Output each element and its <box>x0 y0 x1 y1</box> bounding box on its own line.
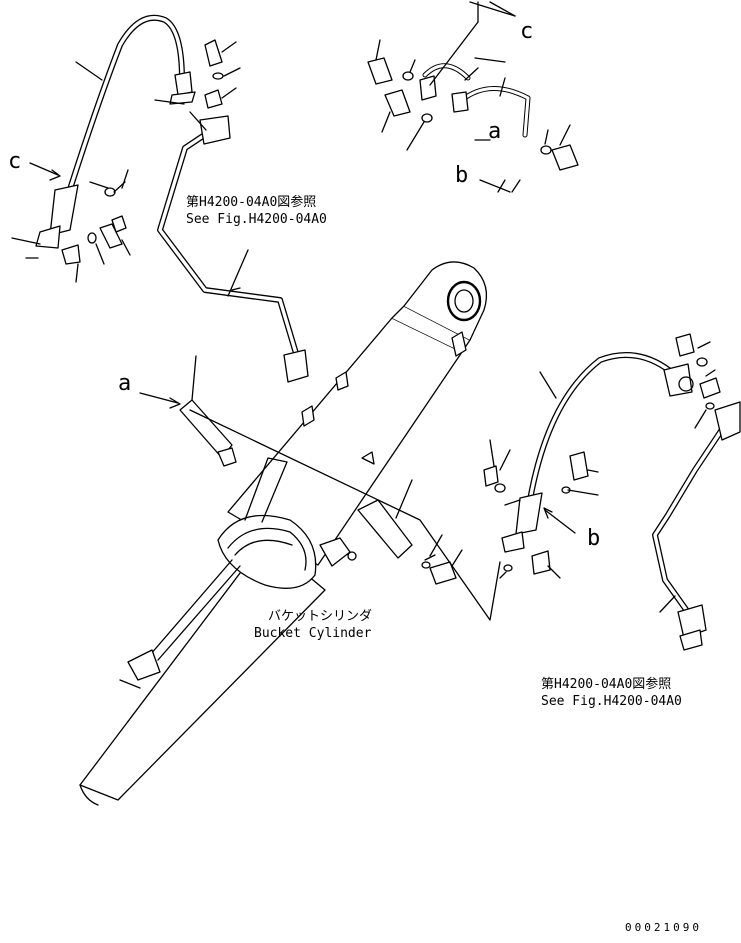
ref-note-jp-left: 第H4200-04A0図参照 <box>186 194 316 210</box>
arrow-c-shaft <box>469 1 516 17</box>
left-rigid-pipe <box>157 111 309 383</box>
arrow-b <box>544 509 576 534</box>
callout-c-top: c <box>520 19 533 44</box>
drawing-number: 00021090 <box>625 921 702 934</box>
ref-note-en-left: See Fig.H4200-04A0 <box>186 212 327 227</box>
component-name-en: Bucket Cylinder <box>254 626 372 641</box>
callout-a-left: a <box>118 371 131 396</box>
callout-a-top: a <box>488 119 501 144</box>
ref-note-jp-right: 第H4200-04A0図参照 <box>541 676 671 692</box>
left-hose-assembly <box>11 14 241 283</box>
bucket-cylinder <box>79 261 488 806</box>
callout-b-top: b <box>455 163 468 188</box>
right-rigid-pipe <box>652 401 741 651</box>
center-clamp-bracket <box>179 355 501 621</box>
ref-note-en-right: See Fig.H4200-04A0 <box>541 694 682 709</box>
clamp-detail <box>367 1 579 193</box>
callout-b-right: b <box>587 526 600 551</box>
arrow-c <box>29 162 59 176</box>
component-name-jp: バケットシリンダ <box>268 609 372 624</box>
arrow-a <box>139 392 179 404</box>
arrow-b-head <box>543 507 553 519</box>
arrow-a-head <box>169 397 181 409</box>
right-hose-assembly <box>483 333 721 579</box>
callout-c-left: c <box>8 149 21 174</box>
arrow-c-head <box>49 169 61 181</box>
